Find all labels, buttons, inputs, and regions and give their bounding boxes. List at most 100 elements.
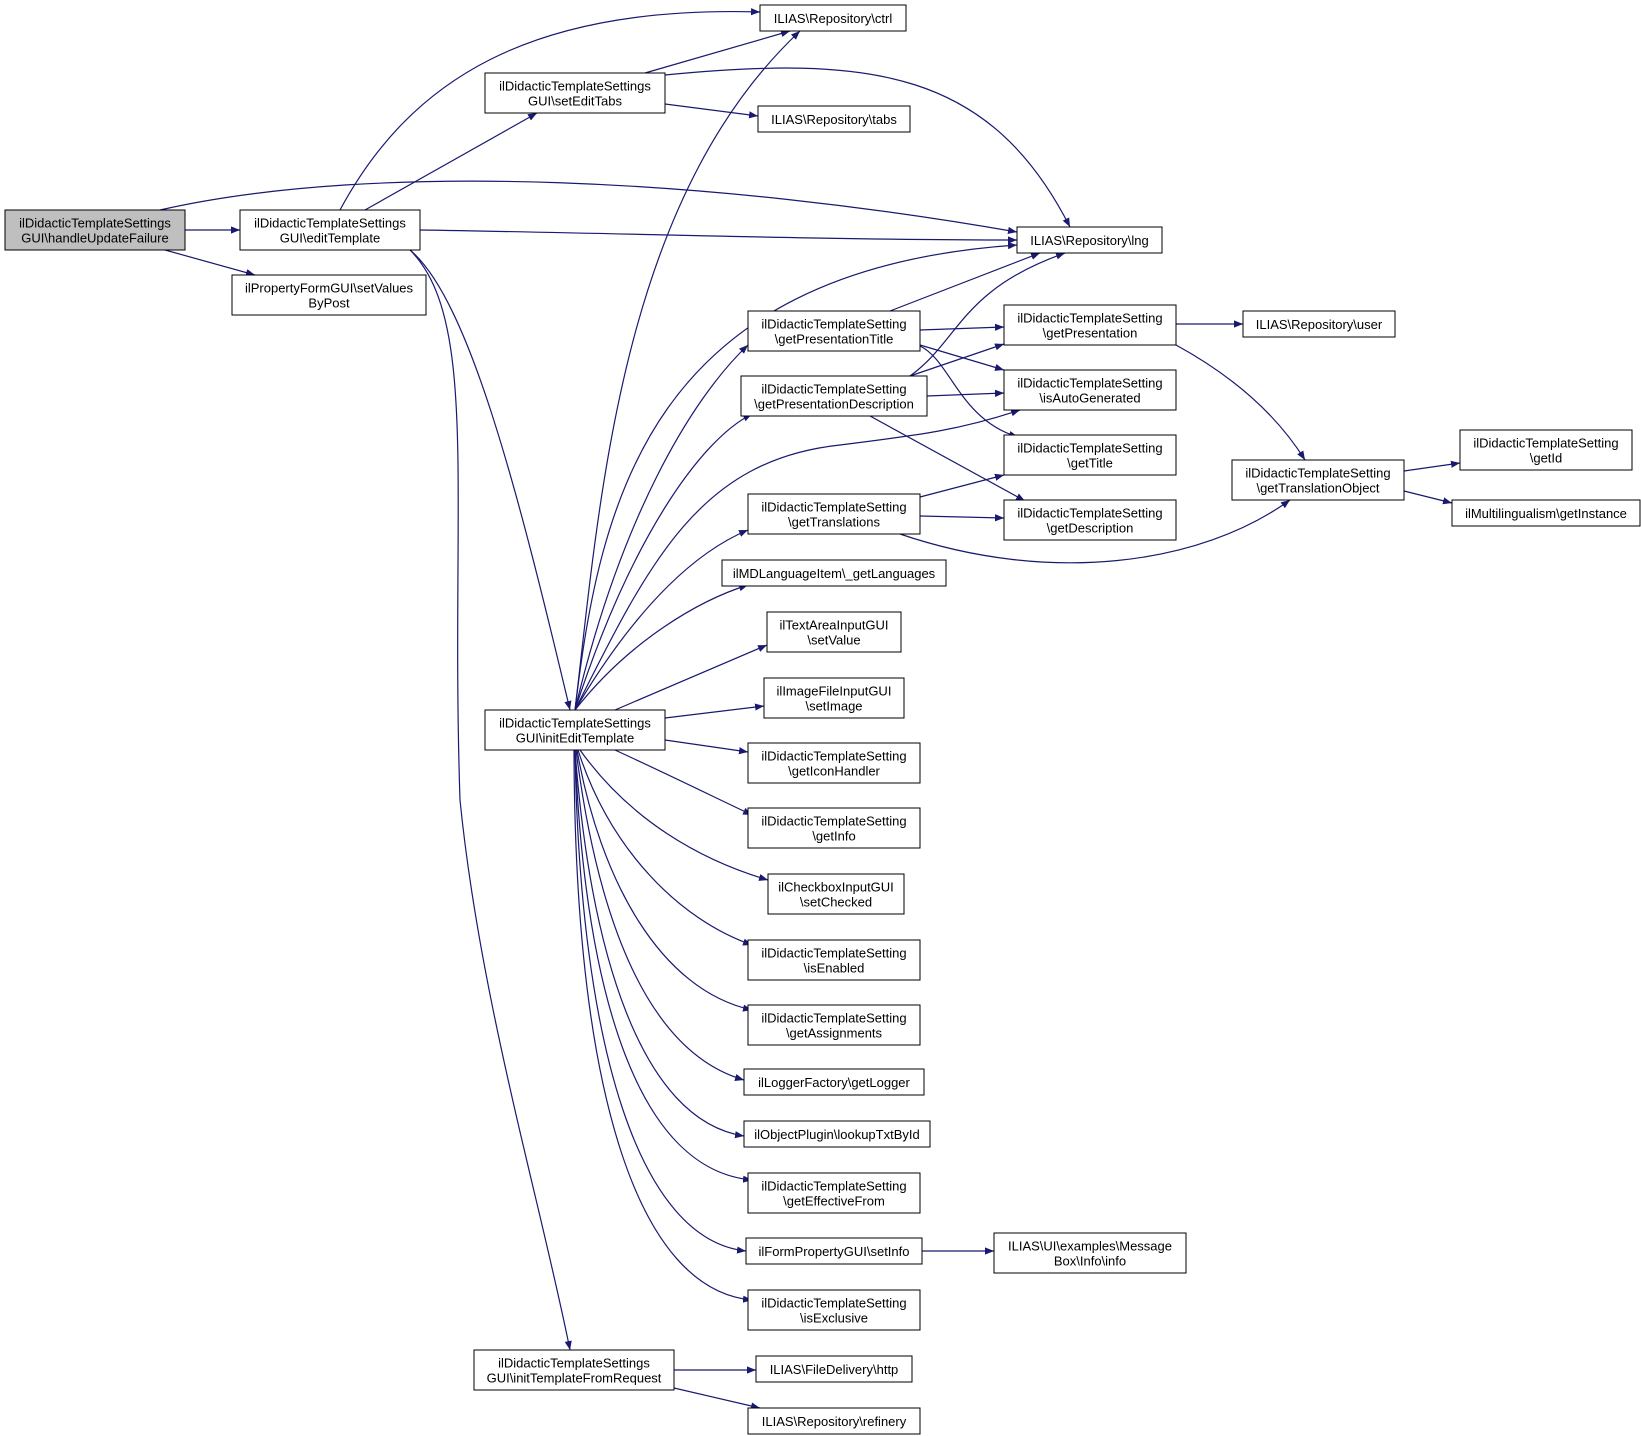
node-label: GUI\editTemplate (280, 231, 380, 246)
node-label: \getTranslationObject (1256, 481, 1379, 496)
edge-initTemplateFromRequest-to-refinery (673, 1387, 761, 1410)
node-box (473, 1349, 675, 1391)
node-label: ilDidacticTemplateSetting (1245, 466, 1390, 481)
node-isAutoGenerated[interactable]: ilDidacticTemplateSetting\isAutoGenerate… (1003, 369, 1177, 411)
edge-initEditTemplate-to-ctrl (574, 30, 801, 711)
node-handleUpdateFailure[interactable]: ilDidacticTemplateSettingsGUI\handleUpda… (4, 209, 186, 251)
node-label: \getTranslations (788, 515, 881, 530)
node-label: \isEnabled (804, 961, 865, 976)
node-lng[interactable]: ILIAS\Repository\lng (1016, 226, 1163, 254)
node-box (759, 4, 907, 32)
node-getIconHandler[interactable]: ilDidacticTemplateSetting\getIconHandler (747, 742, 921, 784)
node-label: GUI\setEditTabs (528, 94, 622, 109)
node-box (1003, 304, 1177, 346)
node-setChecked[interactable]: ilCheckboxInputGUI\setChecked (767, 873, 905, 915)
node-http[interactable]: ILIAS\FileDelivery\http (755, 1355, 913, 1383)
edge-handleUpdateFailure-to-setValuesByPost (164, 249, 256, 277)
node-label: \isAutoGenerated (1039, 391, 1140, 406)
node-editTemplate[interactable]: ilDidacticTemplateSettingsGUI\editTempla… (239, 209, 421, 251)
node-box (745, 1237, 923, 1265)
node-box (1451, 499, 1641, 527)
edge-getPresentationTitle-to-isAutoGenerated (919, 344, 1005, 371)
node-label: ILIAS\UI\examples\Message (1008, 1239, 1172, 1254)
node-label: ilDidacticTemplateSetting (761, 946, 906, 961)
node-getId[interactable]: ilDidacticTemplateSetting\getId (1459, 429, 1633, 471)
node-getDescription[interactable]: ilDidacticTemplateSetting\getDescription (1003, 499, 1177, 541)
edge-initEditTemplate-to-getEffectiveFrom (574, 749, 753, 1183)
node-getPresentation[interactable]: ilDidacticTemplateSetting\getPresentatio… (1003, 304, 1177, 346)
node-user[interactable]: ILIAS\Repository\user (1242, 310, 1396, 338)
node-label: ilDidacticTemplateSetting (1017, 506, 1162, 521)
node-label: ILIAS\Repository\lng (1030, 233, 1149, 248)
node-box (993, 1232, 1187, 1274)
node-label: ilDidacticTemplateSetting (761, 500, 906, 515)
node-label: ILIAS\Repository\refinery (762, 1414, 907, 1429)
edge-editTemplate-to-initTemplateFromRequest (409, 249, 572, 1351)
edge-initEditTemplate-to-getPresentationDescription (574, 413, 753, 711)
node-getLanguages[interactable]: ilMDLanguageItem\_getLanguages (721, 559, 947, 587)
edge-initEditTemplate-to-setChecked (579, 749, 769, 881)
node-label: \getDescription (1047, 521, 1134, 536)
edge-getPresentationTitle-to-getPresentation (919, 323, 1005, 331)
node-box (743, 1120, 931, 1148)
node-label: GUI\initTemplateFromRequest (487, 1371, 662, 1386)
edge-getTranslations-to-getDescription (919, 514, 1005, 522)
edge-handleUpdateFailure-to-lng (159, 180, 1018, 234)
node-box (231, 274, 427, 316)
node-getPresentationDescription[interactable]: ilDidacticTemplateSetting\getPresentatio… (740, 375, 928, 417)
node-box (747, 1172, 921, 1214)
node-box (4, 209, 186, 251)
edge-getPresentationDescription-to-isAutoGenerated (926, 389, 1005, 397)
node-isEnabled[interactable]: ilDidacticTemplateSetting\isEnabled (747, 939, 921, 981)
node-getTranslationObject[interactable]: ilDidacticTemplateSetting\getTranslation… (1231, 459, 1405, 501)
node-label: \getEffectiveFrom (783, 1194, 885, 1209)
edge-initEditTemplate-to-isAutoGenerated (574, 409, 1021, 711)
node-label: ilDidacticTemplateSetting (761, 749, 906, 764)
node-ctrl[interactable]: ILIAS\Repository\ctrl (759, 4, 907, 32)
node-box (763, 677, 905, 719)
node-label: ILIAS\Repository\tabs (771, 112, 897, 127)
node-setEditTabs[interactable]: ilDidacticTemplateSettingsGUI\setEditTab… (484, 72, 666, 114)
node-tabs[interactable]: ILIAS\Repository\tabs (757, 105, 911, 133)
node-getLogger[interactable]: ilLoggerFactory\getLogger (743, 1068, 925, 1096)
node-label: ilTextAreaInputGUI (779, 618, 888, 633)
node-box (484, 709, 666, 751)
node-box (1003, 499, 1177, 541)
node-box (740, 375, 928, 417)
node-label: GUI\initEditTemplate (516, 731, 635, 746)
node-setInfo[interactable]: ilFormPropertyGUI\setInfo (745, 1237, 923, 1265)
node-setImage[interactable]: ilImageFileInputGUI\setImage (763, 677, 905, 719)
node-label: ilDidacticTemplateSettings (499, 716, 651, 731)
node-label: \getId (1530, 451, 1563, 466)
node-label: ilObjectPlugin\lookupTxtById (754, 1127, 919, 1142)
node-getAssignments[interactable]: ilDidacticTemplateSetting\getAssignments (747, 1004, 921, 1046)
node-setValue[interactable]: ilTextAreaInputGUI\setValue (766, 611, 902, 653)
node-getTitle[interactable]: ilDidacticTemplateSetting\getTitle (1003, 434, 1177, 476)
node-label: ilDidacticTemplateSetting (761, 1011, 906, 1026)
node-lookupTxtById[interactable]: ilObjectPlugin\lookupTxtById (743, 1120, 931, 1148)
node-box (1242, 310, 1396, 338)
node-box (747, 807, 921, 849)
node-box (1003, 434, 1177, 476)
node-initTemplateFromRequest[interactable]: ilDidacticTemplateSettingsGUI\initTempla… (473, 1349, 675, 1391)
node-getEffectiveFrom[interactable]: ilDidacticTemplateSetting\getEffectiveFr… (747, 1172, 921, 1214)
edges-layer (159, 8, 1461, 1410)
edge-editTemplate-to-lng (419, 229, 1018, 244)
node-isExclusive[interactable]: ilDidacticTemplateSetting\isExclusive (747, 1289, 921, 1331)
node-box (755, 1355, 913, 1383)
edge-initEditTemplate-to-setInfo (574, 749, 747, 1254)
node-getInstance[interactable]: ilMultilingualism\getInstance (1451, 499, 1641, 527)
node-label: \getPresentationDescription (754, 397, 914, 412)
node-label: ilDidacticTemplateSettings (254, 216, 406, 231)
node-getPresentationTitle[interactable]: ilDidacticTemplateSetting\getPresentatio… (747, 310, 921, 352)
node-getTranslations[interactable]: ilDidacticTemplateSetting\getTranslation… (747, 493, 921, 535)
node-label: \setValue (807, 633, 860, 648)
node-label: ilMDLanguageItem\_getLanguages (733, 566, 936, 581)
node-getInfo[interactable]: ilDidacticTemplateSetting\getInfo (747, 807, 921, 849)
nodes-layer: ilDidacticTemplateSettingsGUI\handleUpda… (4, 4, 1641, 1435)
node-refinery[interactable]: ILIAS\Repository\refinery (747, 1407, 921, 1435)
node-label: \getInfo (812, 829, 855, 844)
node-initEditTemplate[interactable]: ilDidacticTemplateSettingsGUI\initEditTe… (484, 709, 666, 751)
